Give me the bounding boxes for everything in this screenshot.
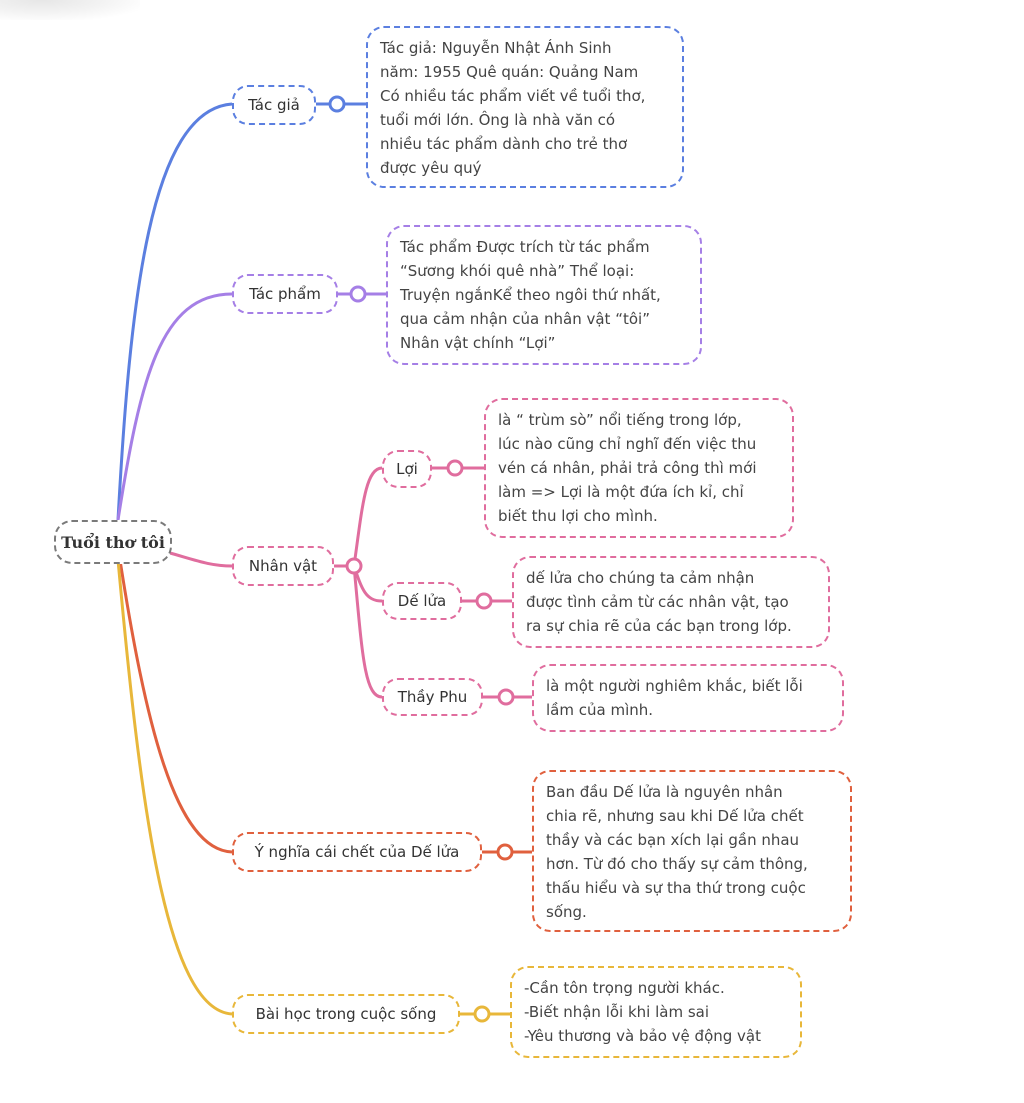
note-line: tuổi mới lớn. Ông là nhà văn có: [380, 111, 616, 129]
note-line: là một người nghiêm khắc, biết lỗi: [546, 677, 803, 695]
note-tac-gia[interactable]: Tác giả: Nguyễn Nhật Ánh Sinh năm: 1955 …: [366, 26, 684, 188]
bai-hoc-connector-dot: [473, 1005, 491, 1023]
tac-pham-connector-dot: [349, 285, 367, 303]
child-de-lua-label: Dế lửa: [397, 592, 447, 610]
branch-bai-hoc-label: Bài học trong cuộc sống: [255, 1005, 437, 1023]
note-line: được yêu quý: [380, 159, 482, 177]
note-line: Nhân vật chính “Lợi”: [400, 334, 556, 352]
corner-shadow: [0, 0, 140, 20]
loi-connector-dot: [446, 459, 464, 477]
note-tac-pham[interactable]: Tác phẩm Được trích từ tác phẩm “Sương k…: [386, 225, 702, 365]
note-line: Có nhiều tác phẩm viết về tuổi thơ,: [380, 87, 646, 105]
note-line: Truyện ngắnKể theo ngôi thứ nhất,: [400, 286, 661, 304]
child-de-lua[interactable]: Dế lửa: [382, 582, 462, 620]
branch-tac-gia[interactable]: Tác giả: [232, 85, 316, 125]
y-nghia-connector-dot: [496, 843, 514, 861]
child-thay-phu[interactable]: Thầy Phu: [382, 678, 483, 716]
note-line: ra sự chia rẽ của các bạn trong lớp.: [526, 617, 792, 635]
child-loi[interactable]: Lợi: [382, 450, 432, 488]
branch-nhan-vat[interactable]: Nhân vật: [232, 546, 334, 586]
link-root-y-nghia: [118, 559, 233, 854]
note-line: làm => Lợi là một đứa ích kỉ, chỉ: [498, 483, 744, 501]
link-nhan-vat-thay-phu: [352, 565, 383, 699]
note-line: lúc nào cũng chỉ nghĩ đến việc thu: [498, 435, 757, 453]
note-line: Tác phẩm Được trích từ tác phẩm: [400, 238, 650, 256]
child-loi-label: Lợi: [396, 460, 418, 478]
note-line: vén cá nhân, phải trả công thì mới: [498, 459, 757, 477]
note-line: nhiều tác phẩm dành cho trẻ thơ: [380, 135, 628, 153]
note-loi[interactable]: là “ trùm sò” nổi tiếng trong lớp, lúc n…: [484, 398, 794, 538]
note-thay-phu[interactable]: là một người nghiêm khắc, biết lỗi lầm c…: [532, 664, 844, 732]
note-line: dế lửa cho chúng ta cảm nhận: [526, 569, 755, 587]
link-nhan-vat-loi: [352, 466, 383, 567]
link-root-nhan-vat: [169, 551, 233, 568]
note-line: hơn. Từ đó cho thấy sự cảm thông,: [546, 855, 808, 873]
note-de-lua[interactable]: dế lửa cho chúng ta cảm nhận được tình c…: [512, 556, 830, 648]
note-line: Tác giả: Nguyễn Nhật Ánh Sinh: [380, 39, 612, 57]
branch-y-nghia-label: Ý nghĩa cái chết của Dế lửa: [254, 843, 460, 861]
link-root-bai-hoc: [116, 559, 233, 1016]
note-line: sống.: [546, 903, 587, 921]
branch-nhan-vat-label: Nhân vật: [248, 557, 318, 575]
thay-phu-connector-dot: [497, 688, 515, 706]
link-root-tac-gia: [116, 102, 233, 521]
branch-tac-gia-label: Tác giả: [248, 96, 300, 114]
note-line: qua cảm nhận của nhân vật “tôi”: [400, 310, 650, 328]
note-line: thầy và các bạn xích lại gần nhau: [546, 831, 800, 849]
branch-bai-hoc[interactable]: Bài học trong cuộc sống: [232, 994, 460, 1034]
link-root-tac-pham: [116, 292, 233, 521]
branch-y-nghia[interactable]: Ý nghĩa cái chết của Dế lửa: [232, 832, 482, 872]
note-line: -Yêu thương và bảo vệ động vật: [524, 1027, 761, 1045]
note-y-nghia[interactable]: Ban đầu Dế lửa là nguyên nhân chia rẽ, n…: [532, 770, 852, 932]
note-bai-hoc[interactable]: -Cần tôn trọng người khác. -Biết nhận lỗ…: [510, 966, 802, 1058]
note-line: -Biết nhận lỗi khi làm sai: [524, 1003, 710, 1021]
branch-tac-pham-label: Tác phẩm: [249, 285, 321, 303]
nhan-vat-connector-dot: [345, 557, 363, 575]
note-line: được tình cảm từ các nhân vật, tạo: [526, 593, 789, 611]
tac-gia-connector-dot: [328, 95, 346, 113]
note-line: Ban đầu Dế lửa là nguyên nhân: [546, 783, 783, 801]
de-lua-connector-dot: [475, 592, 493, 610]
root-node[interactable]: Tuổi thơ tôi: [54, 520, 172, 564]
note-line: “Sương khói quê nhà” Thể loại:: [400, 262, 635, 280]
note-line: biết thu lợi cho mình.: [498, 507, 658, 525]
note-line: chia rẽ, nhưng sau khi Dế lửa chết: [546, 807, 804, 825]
note-line: năm: 1955 Quê quán: Quảng Nam: [380, 63, 639, 81]
child-thay-phu-label: Thầy Phu: [397, 688, 468, 706]
branch-tac-pham[interactable]: Tác phẩm: [232, 274, 338, 314]
note-line: là “ trùm sò” nổi tiếng trong lớp,: [498, 411, 742, 429]
note-line: thấu hiểu và sự tha thứ trong cuộc: [546, 879, 806, 897]
root-label: Tuổi thơ tôi: [61, 532, 165, 552]
note-line: -Cần tôn trọng người khác.: [524, 979, 725, 997]
note-line: lầm của mình.: [546, 701, 654, 719]
